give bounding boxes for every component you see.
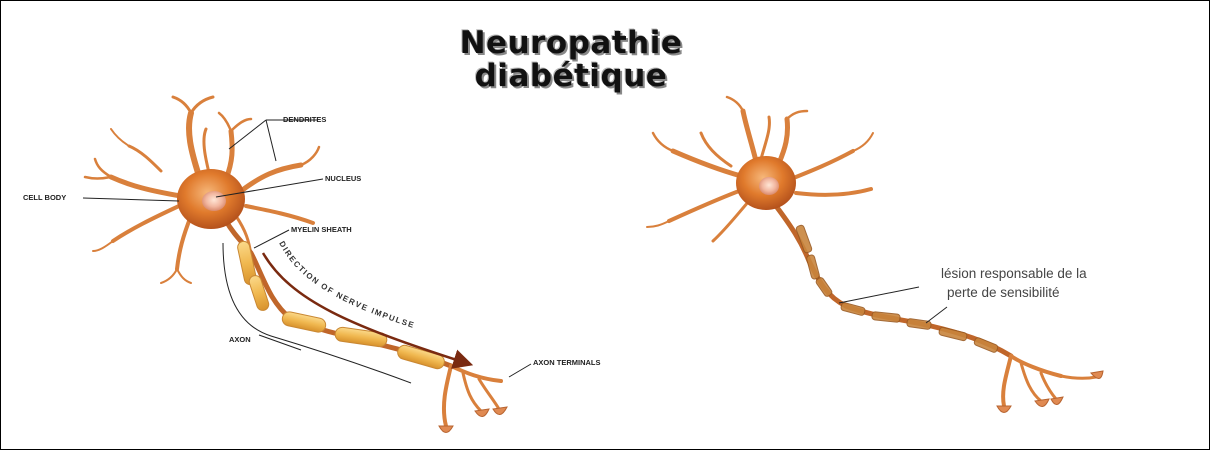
damaged-neuron [647, 97, 1096, 406]
label-myelin-sheath: MYELIN SHEATH [291, 225, 352, 234]
lesion-note-line2: perte de sensibilité [947, 285, 1060, 300]
title-line-1: Neuropathie [411, 27, 731, 60]
label-cell-body: CELL BODY [23, 193, 66, 202]
healthy-axon-terminal-buttons [439, 407, 507, 433]
label-axon-terminals: AXON TERMINALS [533, 358, 601, 367]
page-title: Neuropathie diabétique [411, 27, 731, 93]
label-dendrites: DENDRITES [283, 115, 326, 124]
healthy-nucleus [202, 191, 226, 211]
title-line-2: diabétique [411, 60, 731, 93]
damaged-nucleus [759, 177, 779, 195]
label-axon: AXON [229, 335, 251, 344]
lesion-note-line1: lésion responsable de la [941, 266, 1087, 281]
label-nucleus: NUCLEUS [325, 174, 361, 183]
